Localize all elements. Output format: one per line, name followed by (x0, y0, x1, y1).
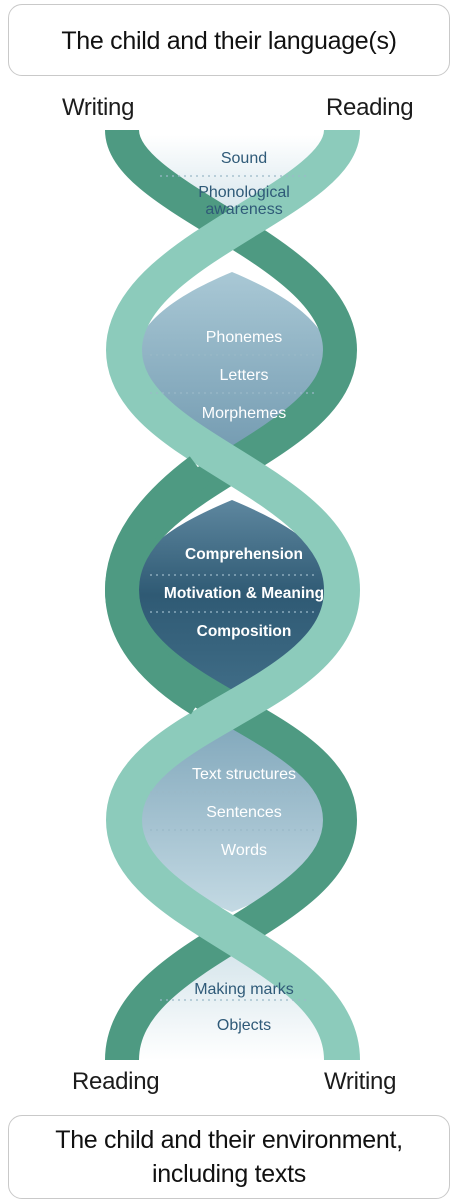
bottom-title-box: The child and their environment, includi… (8, 1115, 450, 1199)
bottom-title-line-1: The child and their environment, (55, 1126, 403, 1154)
strand-dark-front-1 (104, 456, 211, 715)
stage-label-phonological: Phonological (198, 184, 290, 201)
stage-label-objects: Objects (217, 1017, 271, 1034)
top-title-box: The child and their language(s) (8, 4, 450, 76)
stage-label-phonemes: Phonemes (206, 329, 283, 346)
stage-label-letters: Letters (220, 367, 269, 384)
lens-fill-top (118, 135, 346, 240)
stage-label-morphemes: Morphemes (202, 405, 286, 422)
stage-label-sound: Sound (221, 150, 267, 167)
strand-label-writing-bottom: Writing (324, 1068, 397, 1095)
stage-label-awareness: awareness (205, 201, 282, 218)
lens-fill-lower (130, 715, 334, 912)
lens-fill-middle (130, 500, 334, 690)
stage-label-comprehension: Comprehension (185, 546, 303, 563)
stage-label-text-structures: Text structures (192, 766, 296, 783)
strand-label-reading-top: Reading (326, 94, 414, 121)
top-title: The child and their language(s) (61, 27, 397, 55)
stage-label-motivation: Motivation & Meaning (164, 585, 324, 602)
strand-label-reading-bottom: Reading (72, 1068, 160, 1095)
strand-light (105, 127, 361, 1062)
strand-label-writing-top: Writing (62, 94, 135, 121)
bottom-title-line-2: including texts (152, 1160, 306, 1188)
stage-label-making-marks: Making marks (194, 981, 294, 998)
stage-label-composition: Composition (197, 623, 292, 640)
stage-label-sentences: Sentences (206, 804, 282, 821)
stage-label-words: Words (221, 842, 267, 859)
